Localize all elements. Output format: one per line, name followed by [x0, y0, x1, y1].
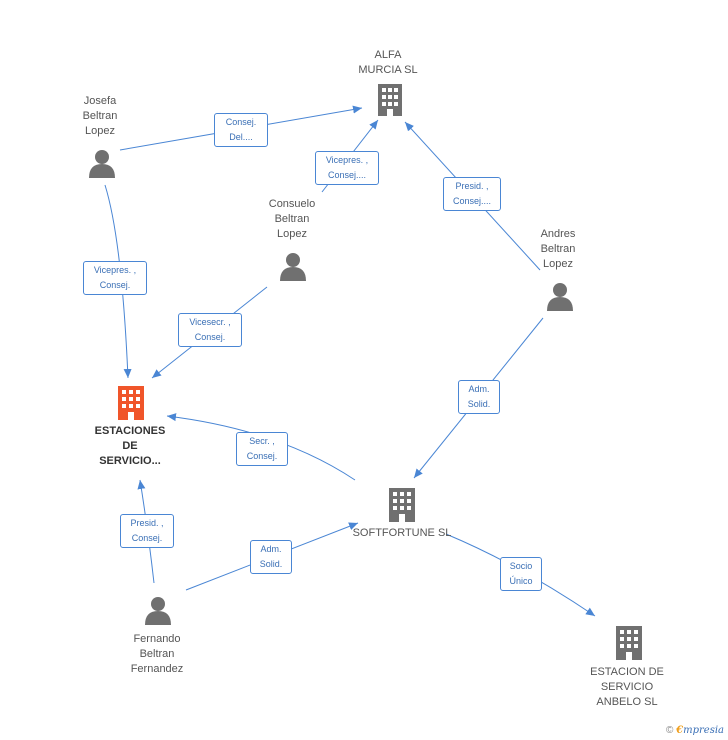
person-icon	[280, 253, 306, 281]
building-icon	[389, 488, 415, 522]
edge-label-consuelo-alfa[interactable]: Vicepres. , Consej....	[315, 151, 379, 185]
footer-brand: © €mpresia	[666, 725, 724, 736]
edge-josefa-estaciones	[104, 184, 132, 379]
node-label-andres[interactable]: Andres Beltran Lopez	[540, 228, 576, 270]
node-label-estaciones[interactable]: ESTACIONES DE SERVICIO...	[94, 425, 166, 467]
edge-label-softfortune-estaciones[interactable]: Secr. , Consej.	[236, 432, 288, 466]
edge-label-andres-softfortune[interactable]: Adm. Solid.	[458, 380, 500, 414]
copyright-symbol: ©	[666, 725, 674, 736]
person-icon	[145, 597, 171, 625]
node-label-josefa[interactable]: Josefa Beltran Lopez	[82, 95, 118, 137]
building-icon	[118, 386, 144, 420]
edge-label-josefa-alfa[interactable]: Consej. Del....	[214, 113, 268, 147]
edge-label-fernando-softfortune[interactable]: Adm. Solid.	[250, 540, 292, 574]
person-icon	[89, 150, 115, 178]
node-label-alfa-murcia[interactable]: ALFA MURCIA SL	[358, 49, 418, 76]
edge-label-fernando-estaciones[interactable]: Presid. , Consej.	[120, 514, 174, 548]
node-label-consuelo[interactable]: Consuelo Beltran Lopez	[268, 198, 316, 240]
empresia-logo: €mpresia	[676, 725, 724, 736]
node-label-softfortune[interactable]: SOFTFORTUNE SL	[352, 527, 452, 539]
building-icon	[616, 626, 642, 660]
edge-label-andres-alfa[interactable]: Presid. , Consej....	[443, 177, 501, 211]
node-label-anbelo[interactable]: ESTACION DE SERVICIO ANBELO SL	[590, 666, 664, 708]
edge-label-josefa-estaciones[interactable]: Vicepres. , Consej.	[83, 261, 147, 295]
edge-label-consuelo-estaciones[interactable]: Vicesecr. , Consej.	[178, 313, 242, 347]
building-icon	[378, 84, 402, 116]
person-icon	[547, 283, 573, 311]
node-label-fernando[interactable]: Fernando Beltran Fernandez	[130, 633, 184, 675]
edge-label-softfortune-anbelo[interactable]: Socio Único	[500, 557, 542, 591]
